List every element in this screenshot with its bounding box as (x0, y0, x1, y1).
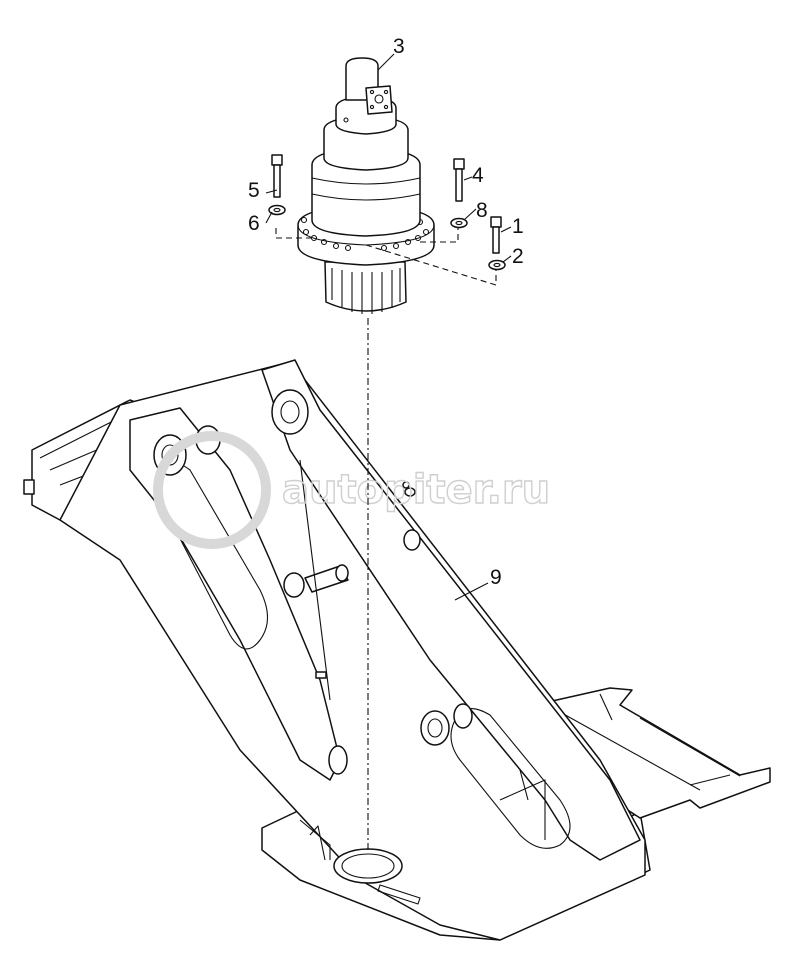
arm-inner-slot (450, 708, 571, 849)
boom-frame (23, 359, 771, 941)
base-ring (333, 848, 421, 905)
callout-2: 2 (512, 245, 524, 268)
callout-4: 4 (472, 164, 484, 187)
cross-bar (529, 687, 771, 819)
bolt-1 (490, 216, 502, 254)
watermark-text: autopiter.ru (282, 467, 550, 513)
washer-8 (450, 217, 468, 229)
assembly-paths (275, 228, 497, 286)
bolt-4 (453, 158, 465, 202)
callout-1: 1 (512, 215, 524, 238)
callout-3: 3 (393, 35, 405, 58)
callout-labels: 3 5 6 4 8 1 2 9 (248, 35, 524, 589)
washer-2 (488, 259, 506, 271)
callout-6: 6 (248, 212, 260, 235)
washer-6 (268, 204, 286, 216)
swing-drive-assembly (297, 57, 435, 314)
fasteners (268, 154, 506, 271)
pinion-gear (324, 261, 407, 312)
upper-arm (261, 359, 641, 861)
motor-port-block (365, 85, 393, 115)
leader-lines (265, 53, 512, 601)
flange-bolt-holes (300, 216, 430, 252)
bolt-5 (271, 154, 283, 198)
callout-8: 8 (476, 199, 488, 222)
watermark: autopiter.ru (153, 431, 551, 549)
callout-9: 9 (490, 566, 502, 589)
callout-5: 5 (248, 179, 260, 202)
